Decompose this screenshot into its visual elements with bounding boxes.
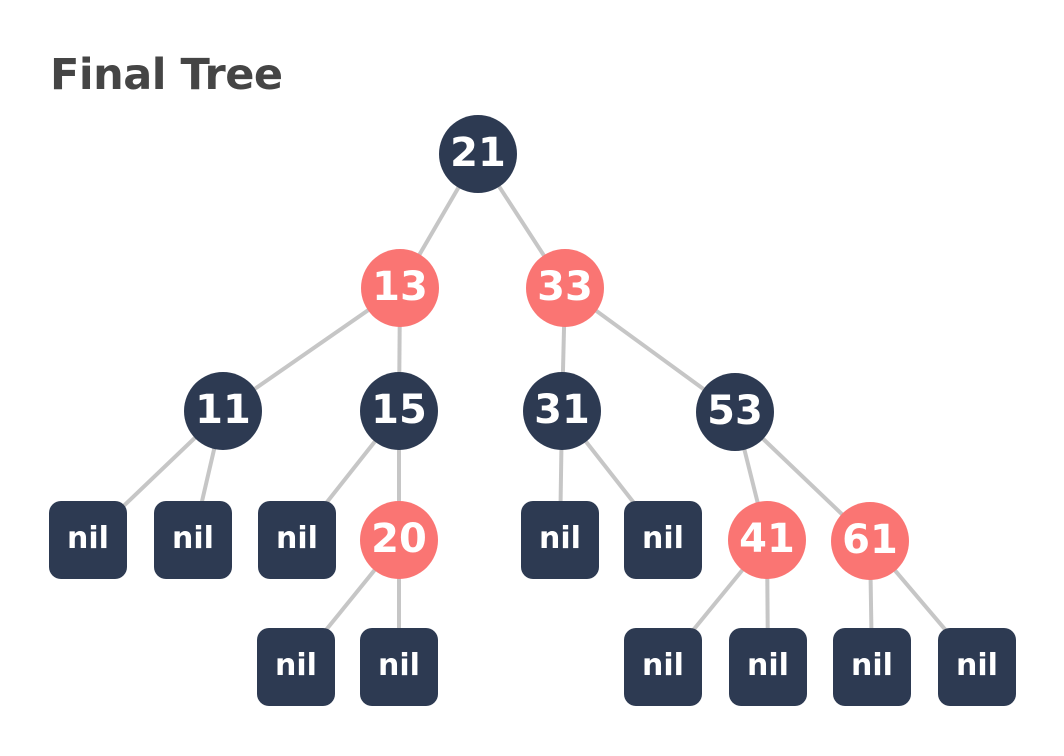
node-label: 33 [537,264,593,310]
node-label: nil [275,648,317,683]
tree-node-11: 11 [184,372,262,450]
nil-leaf-node: nil [258,501,336,579]
node-label: nil [642,521,684,556]
node-label: 11 [195,387,251,433]
node-label: nil [172,521,214,556]
node-label: 31 [534,387,590,433]
nil-leaf-node: nil [729,628,807,706]
node-label: nil [67,521,109,556]
tree-node-61: 61 [831,502,909,580]
node-label: 53 [707,388,763,434]
node-label: nil [378,648,420,683]
node-label: nil [851,648,893,683]
nil-leaf-node: nil [257,628,335,706]
tree-node-15: 15 [360,372,438,450]
node-label: 61 [842,517,898,563]
node-label: nil [539,521,581,556]
nil-leaf-node: nil [938,628,1016,706]
node-label: 13 [372,264,428,310]
node-label: 41 [739,516,795,562]
node-label: nil [642,648,684,683]
nil-leaf-node: nil [624,501,702,579]
nil-leaf-node: nil [360,628,438,706]
nil-leaf-node: nil [833,628,911,706]
tree-node-20: 20 [360,501,438,579]
nil-leaf-node: nil [154,501,232,579]
tree-node-41: 41 [728,501,806,579]
nil-leaf-node: nil [49,501,127,579]
node-label: nil [747,648,789,683]
nil-leaf-node: nil [521,501,599,579]
node-label: nil [276,521,318,556]
diagram-title: Final Tree [50,50,283,100]
tree-node-13: 13 [361,249,439,327]
node-label: 20 [371,516,427,562]
node-label: 21 [450,130,506,176]
node-label: 15 [371,387,427,433]
nil-leaf-node: nil [624,628,702,706]
tree-node-53: 53 [696,373,774,451]
tree-node-33: 33 [526,249,604,327]
tree-node-31: 31 [523,372,601,450]
node-label: nil [956,648,998,683]
tree-node-21: 21 [439,115,517,193]
